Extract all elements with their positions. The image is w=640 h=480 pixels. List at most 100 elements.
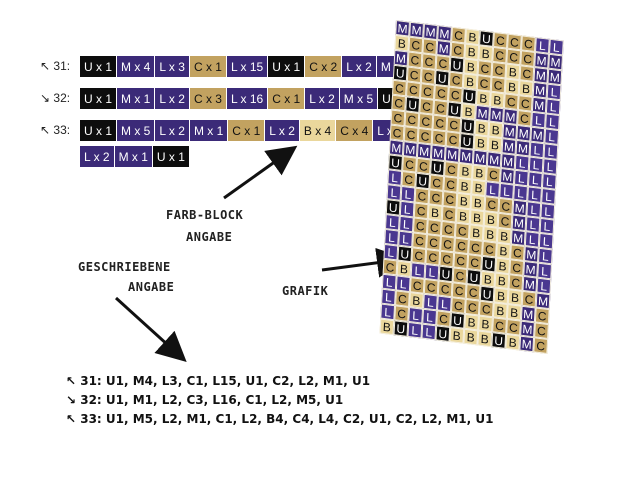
grafik-cell: M — [416, 142, 432, 160]
color-block-cell: C x 1 — [268, 88, 306, 109]
color-block-cell: L x 15 — [226, 56, 269, 77]
grafik-cell: B — [468, 224, 484, 241]
grafik-cell: M — [519, 335, 535, 353]
grafik-cell: C — [414, 187, 430, 205]
grafik-cell: C — [425, 248, 441, 266]
grafik-cell: C — [450, 297, 466, 314]
grafik-cell: L — [381, 273, 397, 291]
grafik-cell: C — [391, 94, 407, 112]
grafik-cell: C — [395, 290, 410, 307]
grafik-cell: C — [503, 93, 519, 111]
arrow-geschrieben — [114, 296, 187, 363]
grafik-cell: C — [440, 235, 455, 253]
grafik-cell: C — [454, 222, 470, 240]
row-label: ↘ 32: — [40, 91, 71, 105]
grafik-cell: M — [548, 53, 563, 71]
grafik-cell: M — [501, 138, 517, 155]
grafik-cell: C — [468, 239, 483, 256]
grafik-cell: L — [531, 111, 546, 129]
grafik-cell: L — [527, 186, 542, 203]
grafik-cell: M — [533, 66, 549, 84]
grafik-cell: B — [463, 328, 479, 346]
grafik-cell: C — [441, 205, 457, 223]
grafik-cell: M — [534, 52, 550, 69]
grafik-cell: C — [451, 26, 466, 44]
color-block-cell: M x 1 — [114, 146, 153, 167]
grafik-cell: C — [509, 259, 525, 276]
grafik-cell: C — [445, 131, 461, 148]
grafik-cell: C — [451, 282, 467, 299]
grafik-cell: M — [444, 146, 460, 163]
grafik-cell: U — [430, 159, 445, 177]
grafik-cell: B — [427, 204, 443, 221]
color-block-cell: C x 2 — [305, 56, 343, 77]
grafik-cell: B — [495, 257, 511, 275]
grafik-cell: C — [437, 280, 453, 298]
grafik-cell: B — [478, 45, 494, 62]
row-label: ↖ 33: — [40, 123, 71, 137]
grafik-cell: M — [472, 149, 488, 167]
color-block-cell: U x 1 — [80, 56, 118, 77]
grafik-cell: B — [489, 91, 505, 109]
grafik-cell: C — [428, 189, 444, 206]
color-block-cell: M x 4 — [117, 56, 156, 77]
grafik-cell: B — [464, 43, 480, 61]
grafik-cell: C — [497, 212, 513, 230]
grafik-cell: L — [513, 169, 529, 187]
farbblock-label-1: FARB-BLOCK — [166, 208, 244, 222]
grafik-cell: C — [421, 53, 437, 70]
color-block-cell: L x 2 — [305, 88, 340, 109]
grafik-cell: B — [394, 34, 410, 52]
grafik-cell: C — [467, 254, 483, 271]
grafik-cell: C — [426, 219, 442, 236]
grafik-cell: C — [442, 191, 458, 208]
grafik-cell: B — [409, 292, 424, 309]
color-block-cell: B x 4 — [299, 120, 337, 141]
grafik-cell: M — [430, 144, 446, 162]
color-block-cell: L x 3 — [155, 56, 190, 77]
grafik-cell: M — [409, 21, 424, 39]
grafik-cell: C — [382, 258, 398, 276]
grafik-cell: L — [528, 156, 544, 174]
grafik-cell: M — [515, 139, 531, 157]
grafik-cell: C — [433, 99, 448, 117]
grafik-cell: C — [478, 300, 494, 318]
color-block-cell: U x 1 — [268, 56, 306, 77]
grafik-cell: B — [487, 136, 503, 154]
grafik-cell: B — [379, 318, 395, 336]
grafik-cell: L — [538, 232, 554, 250]
grafik-cell: U — [435, 325, 451, 342]
grafik-cell: L — [544, 128, 560, 145]
grafik-cell: B — [449, 327, 465, 344]
grafik-cell: C — [492, 317, 507, 334]
color-block-cell: M x 1 — [117, 88, 156, 109]
grafik-cell: C — [486, 166, 501, 183]
grafik-cell: L — [543, 143, 559, 160]
grafik-cell: C — [521, 35, 536, 53]
grafik-cell: M — [520, 305, 536, 323]
grafik-cell: L — [537, 262, 552, 280]
grafik-cell: B — [463, 58, 479, 76]
grafik-cell: C — [417, 127, 433, 145]
grafik-cell: L — [525, 216, 541, 233]
grafik-cell: C — [446, 116, 462, 134]
grafik-cell: U — [450, 312, 465, 329]
grafik-cell: M — [512, 199, 528, 217]
grafik-cell: C — [435, 54, 451, 72]
grafik-cell: M — [531, 96, 547, 114]
grafik-cell: C — [477, 60, 493, 77]
grafik-cell: C — [394, 305, 410, 322]
grafik-cell: C — [420, 83, 435, 100]
grafik-cell: B — [505, 333, 521, 351]
grafik-cell: C — [492, 46, 508, 64]
grafik-cell: L — [485, 181, 500, 198]
grafik-cell: B — [470, 194, 486, 212]
grafik-cell: B — [469, 209, 485, 226]
grafik-cell: C — [409, 277, 425, 294]
grafik-cell: C — [431, 129, 447, 147]
color-block-cell: U x 1 — [80, 88, 118, 109]
grafik-cell: B — [518, 80, 534, 97]
grafik-cell: L — [400, 185, 416, 203]
grafik-cell: C — [411, 247, 427, 264]
grafik-cell: M — [530, 126, 546, 144]
